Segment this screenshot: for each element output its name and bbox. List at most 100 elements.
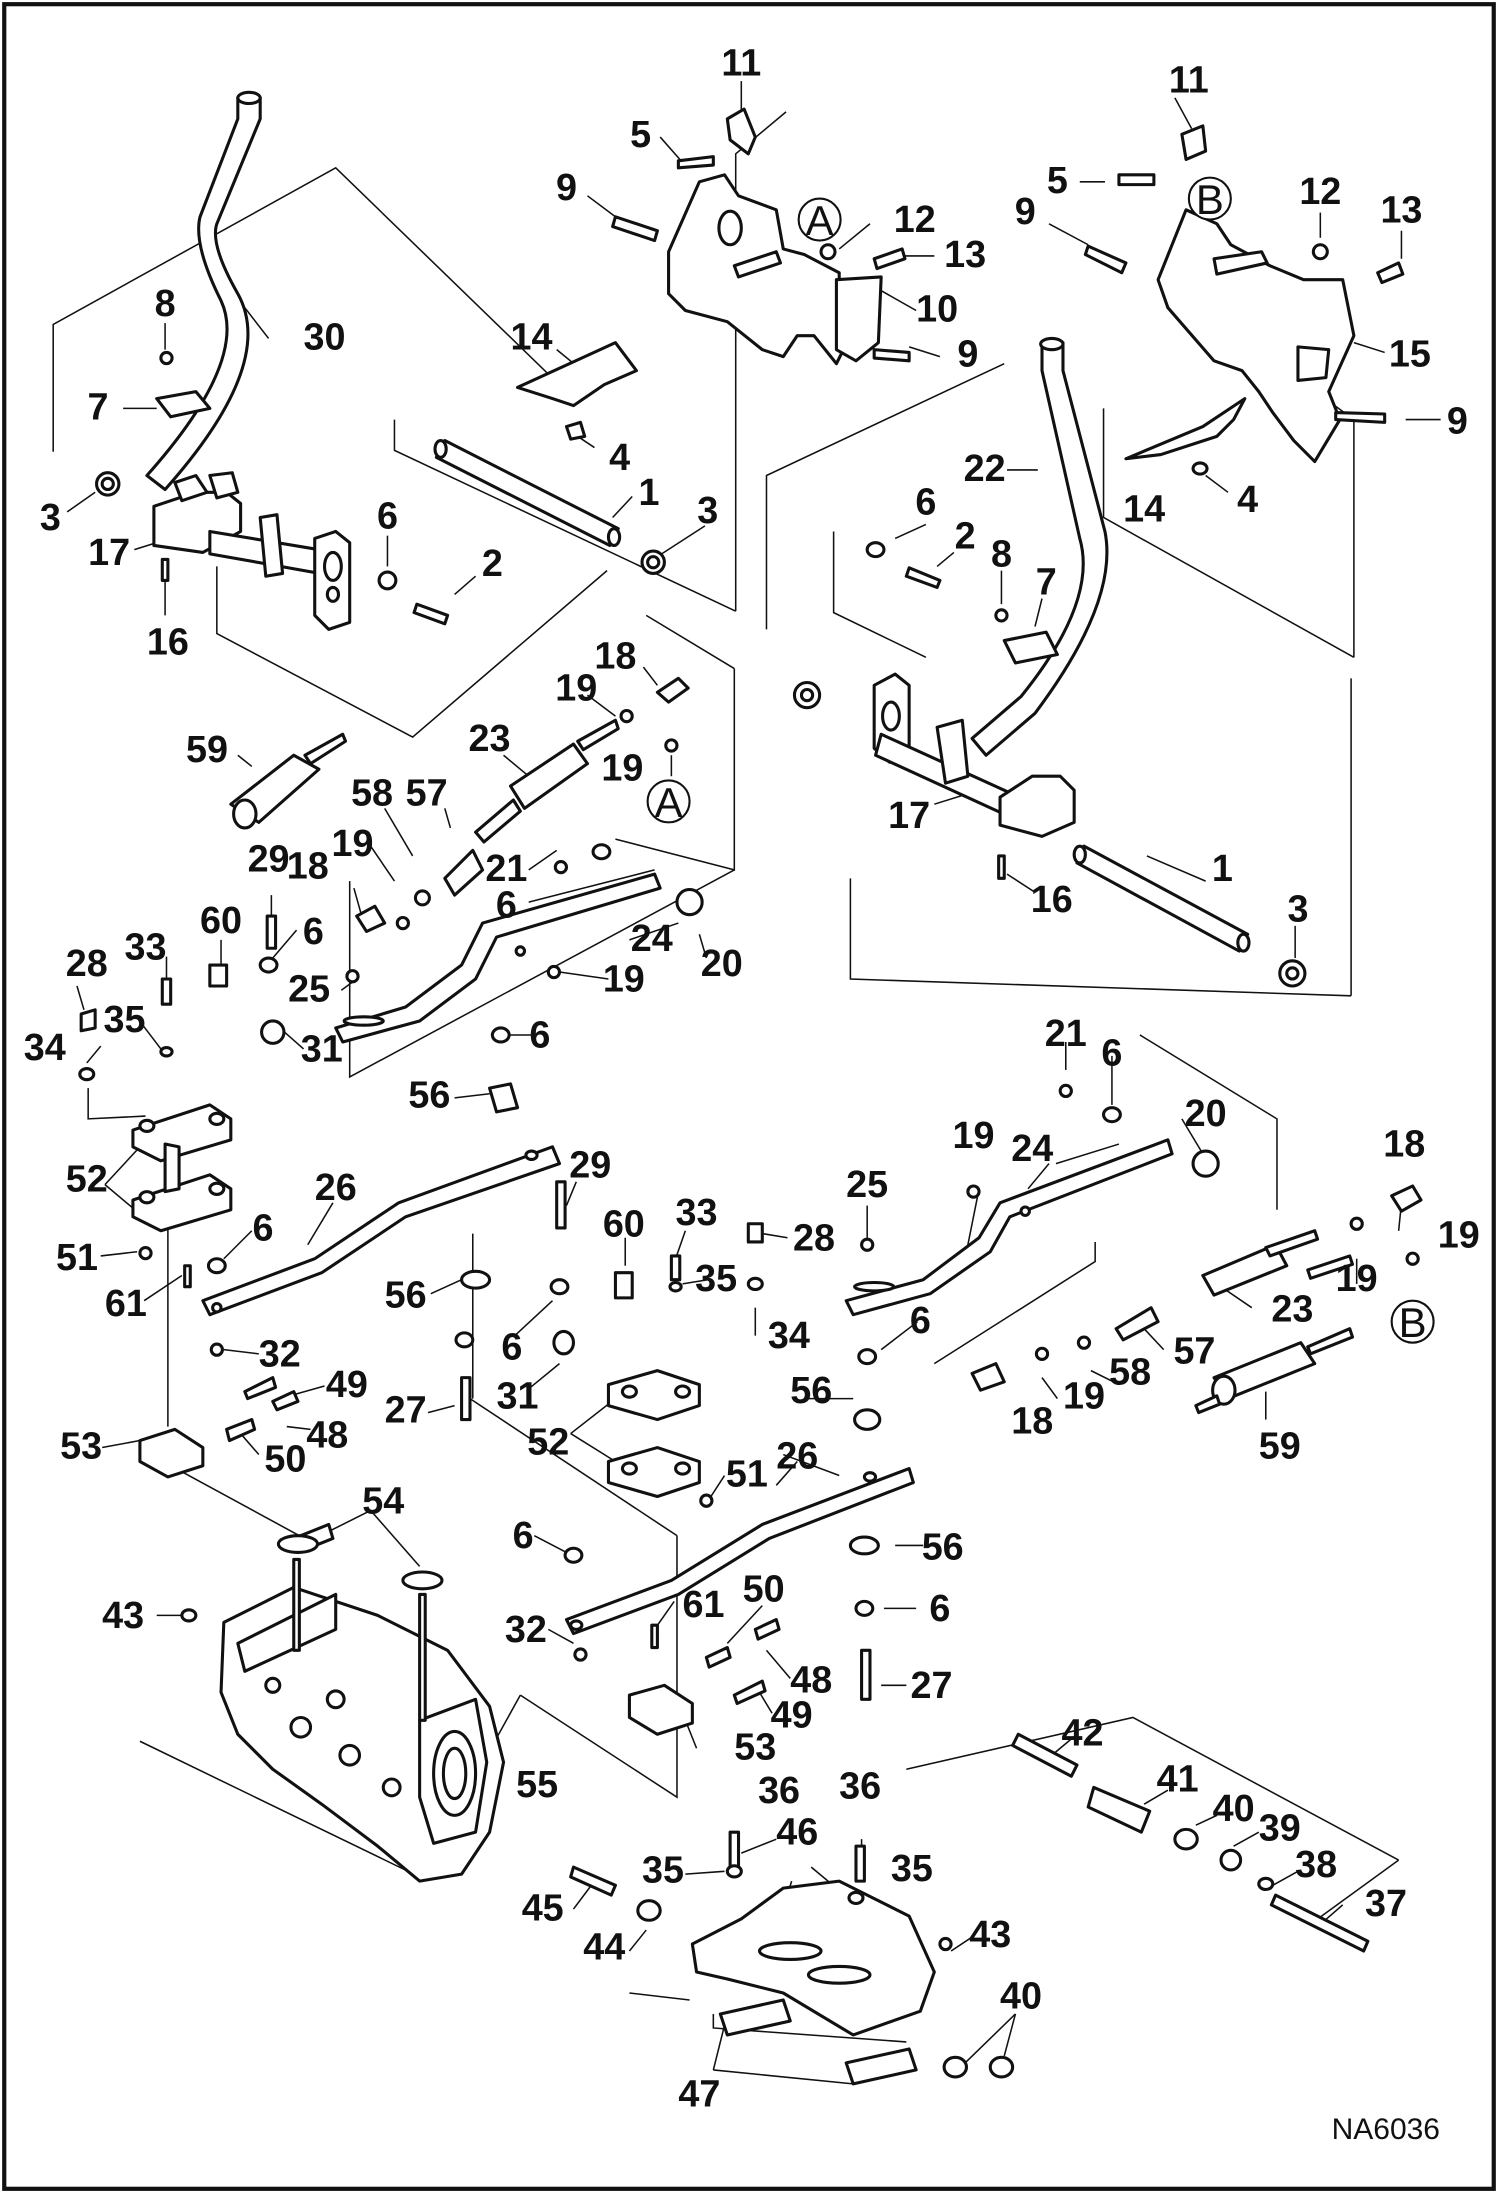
callout-15: 15 xyxy=(1389,333,1431,375)
callout-35: 35 xyxy=(104,999,146,1041)
callout-6: 6 xyxy=(496,884,517,926)
callout-35: 35 xyxy=(891,1848,933,1890)
svg-text:B: B xyxy=(1399,1299,1427,1346)
callout-33: 33 xyxy=(676,1192,718,1234)
callout-49: 49 xyxy=(771,1694,813,1736)
callout-31: 31 xyxy=(301,1029,343,1071)
callout-54: 54 xyxy=(362,1480,404,1522)
callout-19: 19 xyxy=(952,1115,994,1157)
callout-38: 38 xyxy=(1295,1844,1337,1886)
callout-23: 23 xyxy=(469,718,511,760)
callout-27: 27 xyxy=(385,1389,427,1431)
callout-16: 16 xyxy=(147,622,189,664)
callout-56: 56 xyxy=(408,1075,450,1117)
callout-19: 19 xyxy=(331,823,373,865)
callout-19: 19 xyxy=(1336,1258,1378,1300)
callout-20: 20 xyxy=(701,943,743,985)
callout-21: 21 xyxy=(485,848,527,890)
callout-32: 32 xyxy=(259,1333,301,1375)
callout-24: 24 xyxy=(1011,1128,1053,1170)
callout-35: 35 xyxy=(695,1258,737,1300)
callout-19: 19 xyxy=(601,747,643,789)
callout-49: 49 xyxy=(326,1364,368,1406)
callout-60: 60 xyxy=(603,1203,645,1245)
callout-42: 42 xyxy=(1062,1712,1104,1754)
callout-6: 6 xyxy=(910,1300,931,1342)
callout-57: 57 xyxy=(1173,1331,1215,1373)
callout-27: 27 xyxy=(911,1665,953,1707)
callout-6: 6 xyxy=(501,1326,522,1368)
callout-7: 7 xyxy=(1036,561,1057,603)
callout-58: 58 xyxy=(1109,1352,1151,1394)
callout-2: 2 xyxy=(955,515,976,557)
callout-11: 11 xyxy=(1169,59,1209,101)
callout-9: 9 xyxy=(556,167,577,209)
callout-19: 19 xyxy=(1438,1215,1480,1257)
callout-52: 52 xyxy=(66,1159,108,1201)
callout-53: 53 xyxy=(60,1426,102,1468)
callout-16: 16 xyxy=(1031,879,1073,921)
callout-18: 18 xyxy=(1383,1124,1425,1166)
callout-21: 21 xyxy=(1045,1013,1087,1055)
callout-9: 9 xyxy=(1447,401,1468,443)
callout-18: 18 xyxy=(1011,1401,1053,1443)
callout-23: 23 xyxy=(1271,1289,1313,1331)
callout-40: 40 xyxy=(1000,1975,1042,2017)
ref-markers: A B A B xyxy=(646,176,1435,1346)
callout-57: 57 xyxy=(406,773,448,815)
callout-37: 37 xyxy=(1365,1883,1407,1925)
callout-9: 9 xyxy=(957,333,978,375)
ref-marker-a-upper: A xyxy=(797,197,842,244)
callout-18: 18 xyxy=(594,636,636,678)
callout-7: 7 xyxy=(87,387,108,429)
svg-text:A: A xyxy=(655,779,683,826)
callout-6: 6 xyxy=(915,482,936,524)
callout-44: 44 xyxy=(583,1926,625,1968)
callout-33: 33 xyxy=(125,926,167,968)
callout-19: 19 xyxy=(603,959,645,1001)
callout-34: 34 xyxy=(24,1027,66,1069)
callout-19: 19 xyxy=(555,668,597,710)
callout-10: 10 xyxy=(916,289,958,331)
callout-labels: 11 5 9 12 13 10 9 14 4 30 8 7 3 17 16 6 … xyxy=(24,43,1480,2116)
callout-17: 17 xyxy=(88,532,130,574)
callout-52: 52 xyxy=(527,1422,569,1464)
callout-17: 17 xyxy=(888,795,930,837)
callout-13: 13 xyxy=(1380,189,1422,231)
callout-61: 61 xyxy=(683,1584,725,1626)
callout-43: 43 xyxy=(102,1595,144,1637)
callout-56: 56 xyxy=(922,1526,964,1568)
callout-56: 56 xyxy=(790,1370,832,1412)
drawing-id-label: NA6036 xyxy=(1331,2113,1440,2146)
callout-59: 59 xyxy=(1259,1426,1301,1468)
callout-24: 24 xyxy=(631,918,673,960)
callout-51: 51 xyxy=(56,1237,98,1279)
callout-60: 60 xyxy=(200,900,242,942)
ref-marker-a-lower: A xyxy=(646,779,691,826)
callout-26: 26 xyxy=(776,1436,818,1478)
callout-59: 59 xyxy=(186,729,228,771)
callout-30: 30 xyxy=(304,317,346,359)
callout-48: 48 xyxy=(790,1659,832,1701)
callout-5: 5 xyxy=(1047,160,1068,202)
callout-3: 3 xyxy=(1287,889,1308,931)
callout-14: 14 xyxy=(511,317,553,359)
callout-31: 31 xyxy=(497,1375,539,1417)
callout-22: 22 xyxy=(964,448,1006,490)
callout-50: 50 xyxy=(743,1568,785,1610)
callout-41: 41 xyxy=(1157,1759,1199,1801)
callout-6: 6 xyxy=(929,1588,950,1630)
callout-12: 12 xyxy=(1299,171,1341,213)
callout-9: 9 xyxy=(1015,191,1036,233)
callout-36: 36 xyxy=(839,1766,881,1808)
callout-8: 8 xyxy=(991,533,1012,575)
callout-29: 29 xyxy=(569,1145,611,1187)
callout-11: 11 xyxy=(721,43,761,85)
callout-26: 26 xyxy=(315,1167,357,1209)
callout-36: 36 xyxy=(758,1770,800,1812)
callout-39: 39 xyxy=(1259,1808,1301,1850)
callout-19: 19 xyxy=(1063,1375,1105,1417)
callout-6: 6 xyxy=(529,1015,550,1057)
callout-18: 18 xyxy=(287,845,329,887)
